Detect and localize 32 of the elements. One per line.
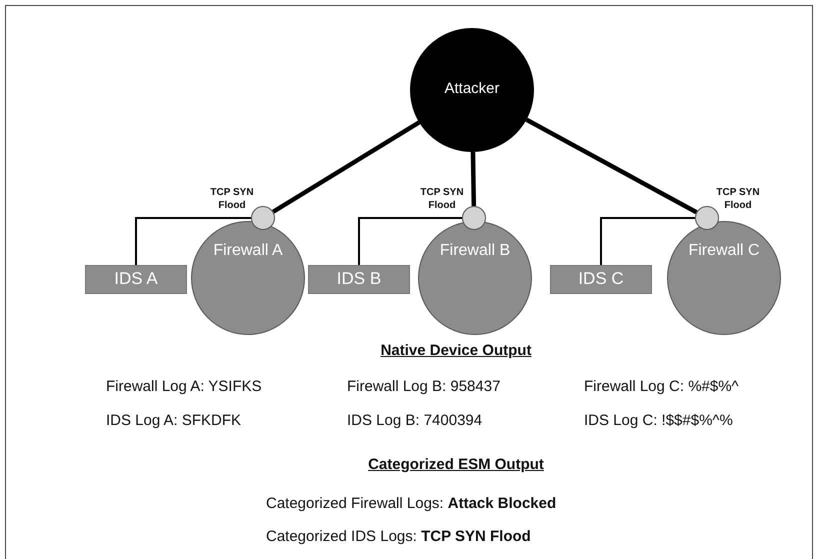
log-text: IDS Log B: 7400394 — [347, 412, 482, 429]
port-circle — [251, 206, 275, 230]
node-label: IDS C — [578, 269, 624, 290]
section-heading: Native Device Output — [380, 342, 532, 359]
connector-line — [358, 217, 462, 265]
log-text: Categorized Firewall Logs: Attack Blocked — [266, 495, 556, 512]
node-label: Firewall B — [440, 242, 510, 261]
section-heading: Categorized ESM Output — [368, 456, 544, 473]
node-label: IDS A — [114, 269, 158, 290]
connector-line — [470, 152, 476, 206]
connector-line — [135, 217, 251, 265]
log-text: IDS Log C: !$$#$%^% — [584, 412, 733, 429]
connector-line — [525, 118, 698, 214]
port-circle — [462, 206, 486, 230]
node-label: Firewall C — [688, 242, 760, 261]
ids-box — [85, 265, 187, 294]
ids-box — [550, 265, 652, 294]
log-text: Firewall Log C: %#$%^ — [584, 378, 739, 395]
log-text: Firewall Log B: 958437 — [347, 378, 500, 395]
log-text: Categorized IDS Logs: TCP SYN Flood — [266, 528, 531, 545]
node-label: IDS B — [336, 269, 382, 290]
ids-box — [308, 265, 410, 294]
port-circle — [695, 206, 719, 230]
connector-line — [600, 217, 695, 265]
node-label: Attacker — [444, 80, 500, 98]
attack-label: TCP SYN Flood — [419, 186, 465, 212]
connector-line — [272, 120, 420, 214]
node-label: Firewall A — [213, 242, 283, 261]
attack-label: TCP SYN Flood — [209, 186, 255, 212]
log-text: IDS Log A: SFKDFK — [106, 412, 242, 429]
log-text: Firewall Log A: YSIFKS — [106, 378, 262, 395]
attack-label: TCP SYN Flood — [715, 186, 761, 212]
